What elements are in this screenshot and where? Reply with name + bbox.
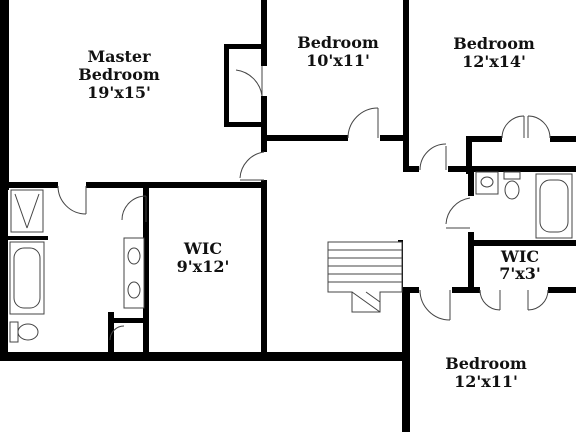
bathtub — [9, 241, 45, 315]
wall-master-bath-a — [0, 182, 58, 188]
bedroom-bottom-right-name: Bedroom — [445, 354, 527, 373]
bath2-sink — [480, 176, 494, 188]
door-arc-bottom-bedroom — [419, 289, 451, 321]
doors — [57, 66, 551, 341]
wall-master-middle — [261, 0, 267, 66]
toilet-master-bowl — [17, 323, 39, 341]
bedroom-bottom-right-size: 12'x11' — [454, 372, 518, 391]
sink-upper — [127, 247, 141, 265]
wall-bath-left — [0, 185, 8, 360]
toilet-bath2-tank — [503, 171, 521, 180]
wall-bath2-top-b — [466, 166, 576, 172]
stair-tread-6 — [351, 291, 381, 313]
wall-bath2-top-a — [448, 166, 474, 172]
fixtures — [9, 171, 573, 343]
bathtub-bath2-inner — [539, 179, 569, 233]
wall-hall-left-top — [261, 140, 267, 152]
toilet-bath2-bowl — [504, 180, 520, 200]
wall-closet-top — [224, 44, 264, 49]
bathtub-inner — [13, 247, 41, 309]
wall-bath2-bottom — [472, 240, 576, 246]
wall-closet-bottom — [224, 122, 264, 127]
stair-tread-7 — [365, 291, 381, 303]
bedroom-top-right-name: Bedroom — [453, 34, 535, 53]
door-arc-hall-master — [239, 151, 265, 179]
bedroom-top-middle-size: 10'x11' — [306, 51, 370, 70]
wall-wic-right — [261, 180, 267, 354]
door-arc-wic-small-a — [479, 289, 501, 311]
master-bedroom-name-line1: Master — [87, 47, 151, 66]
wall-bath-tub-divider — [0, 236, 48, 240]
wic-small-name: WIC — [500, 247, 539, 266]
wall-right-bottom-a — [466, 136, 502, 142]
shower-detail — [14, 193, 40, 229]
door-arc-right-bedroom — [419, 143, 447, 171]
wall-wic-small-left-a — [468, 232, 474, 292]
master-bedroom-size: 19'x15' — [87, 83, 151, 102]
room-labels: Master Bedroom 19'x15' Bedroom 10'x11' B… — [78, 33, 541, 391]
toilet-master-tank — [9, 321, 19, 343]
door-arc-bath2 — [445, 197, 471, 225]
wall-right-notch — [466, 136, 472, 174]
wall-bottom-bedroom-top-b — [452, 287, 480, 293]
wall-wic-left — [143, 182, 149, 354]
door-arc-closet-right-a — [501, 115, 525, 139]
door-arc-closet-right-b — [527, 115, 551, 139]
bedroom-top-middle-name: Bedroom — [297, 33, 379, 52]
wall-vanity — [108, 312, 114, 354]
door-arc-master-bath — [57, 185, 87, 215]
wic-large-size: 9'x12' — [177, 257, 230, 276]
wall-bottom-bedroom-top-a — [403, 287, 419, 293]
door-arc-wic — [121, 195, 147, 221]
door-arc-vanity — [109, 325, 125, 341]
bathtub-bath2 — [535, 173, 573, 239]
wall-master-middle-lower — [261, 96, 267, 140]
door-arc-middle-bedroom — [347, 107, 379, 139]
wall-middle-right-foot — [403, 166, 419, 172]
wall-bottom — [0, 352, 408, 361]
wall-closet-left — [224, 44, 229, 126]
wall-bottom-bedroom-left — [402, 287, 410, 432]
wall-middle-bottom-a — [261, 135, 348, 141]
wall-middle-bottom-b — [380, 135, 408, 141]
staircase — [327, 241, 403, 313]
bedroom-top-right-size: 12'x14' — [462, 52, 526, 71]
door-arc-closet — [235, 69, 263, 97]
wall-bottom-bedroom-top-c — [548, 287, 576, 293]
wall-right-bottom-b — [550, 136, 576, 142]
door-arc-wic-small-b — [527, 289, 549, 311]
wall-vanity-base — [108, 318, 146, 323]
wall-bath2-left — [468, 166, 474, 196]
wall-master-bath-b — [86, 182, 264, 188]
wic-large-name: WIC — [183, 239, 222, 258]
sink-lower — [127, 281, 141, 299]
master-bedroom-name-line2: Bedroom — [78, 65, 160, 84]
wall-master-left — [0, 0, 9, 190]
wall-middle-right — [403, 0, 409, 172]
wic-small-size: 7'x3' — [499, 264, 541, 283]
